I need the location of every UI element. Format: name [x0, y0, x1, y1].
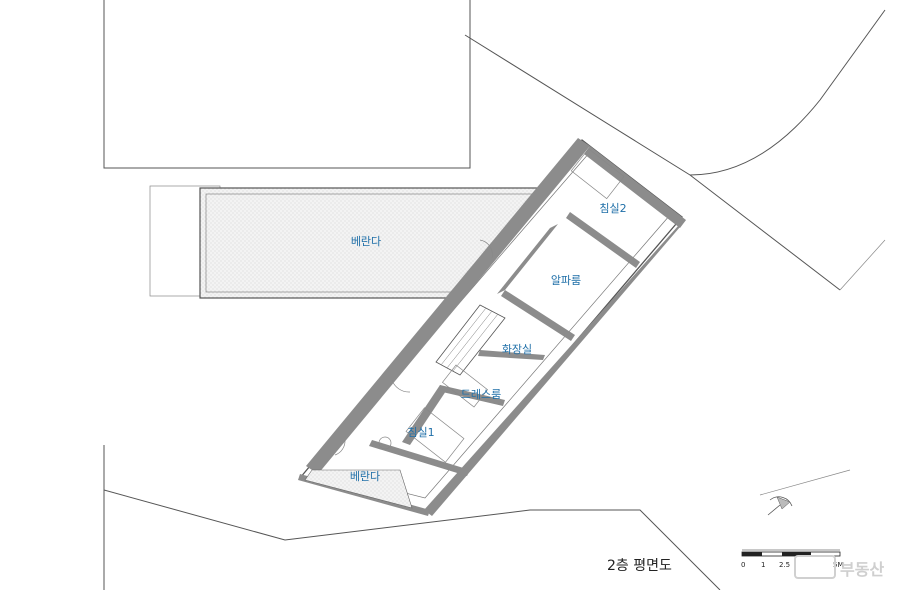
drawing-title: 2층 평면도 — [607, 558, 672, 574]
scale-tick-2: 2.5 — [779, 561, 790, 569]
bedroom1-label: 침실1 — [407, 426, 434, 439]
scale-tick-1: 1 — [761, 561, 765, 569]
stair — [435, 304, 506, 376]
alpha-room-label: 알파룸 — [551, 273, 581, 287]
north-arrow-icon — [767, 496, 793, 516]
dressroom-label: 드레스룸 — [461, 388, 501, 401]
scale-bar: 0 1 2.5 5M — [741, 549, 844, 569]
scale-tick-3: 5M — [833, 561, 844, 569]
bathroom-label: 화장실 — [502, 343, 532, 356]
bedroom2-label: 침실2 — [599, 202, 626, 215]
scale-tick-0: 0 — [741, 561, 745, 569]
watermark-text: 부동산 — [840, 560, 884, 579]
veranda-bottom — [304, 469, 413, 509]
veranda-bottom-label: 베란다 — [350, 470, 380, 483]
veranda-top-label: 베란다 — [351, 235, 381, 248]
watermark-logo: 부동산 — [794, 555, 884, 579]
furniture — [334, 148, 625, 463]
site-boundary — [103, 0, 886, 590]
